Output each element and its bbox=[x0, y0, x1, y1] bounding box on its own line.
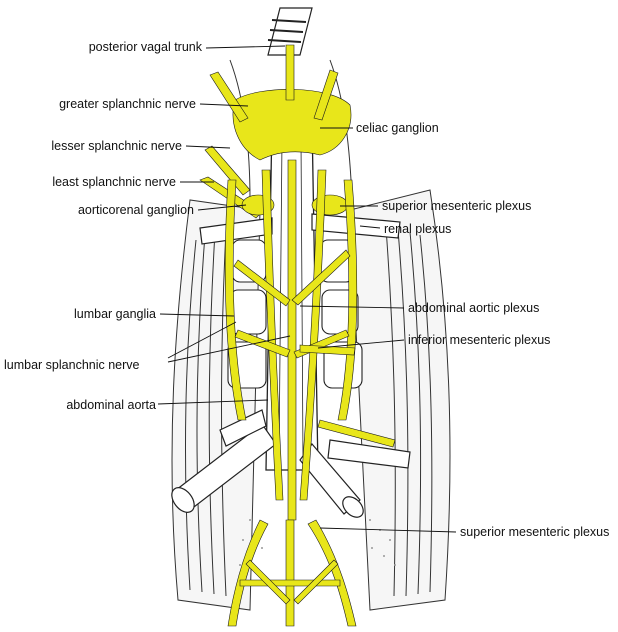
label-aorticorenal-ganglion: aorticorenal ganglion bbox=[77, 203, 194, 217]
label-superior-mesenteric-plexus-bottom: superior mesenteric plexus bbox=[460, 525, 610, 539]
label-inferior-mesenteric-plexus: inferior mesenteric plexus bbox=[408, 333, 551, 347]
leader-lines bbox=[157, 45, 457, 533]
label-lumbar-ganglia: lumbar ganglia bbox=[74, 307, 156, 321]
label-abdominal-aorta: abdominal aorta bbox=[66, 398, 156, 412]
label-abdominal-aortic-plexus: abdominal aortic plexus bbox=[408, 301, 540, 315]
nerve-network bbox=[199, 44, 396, 627]
label-renal-plexus: renal plexus bbox=[384, 222, 452, 236]
label-superior-mesenteric-plexus-top: superior mesenteric plexus bbox=[382, 199, 532, 213]
label-lesser-splanchnic-nerve: lesser splanchnic nerve bbox=[51, 139, 182, 153]
label-posterior-vagal-trunk: posterior vagal trunk bbox=[88, 40, 202, 54]
label-least-splanchnic-nerve: least splanchnic nerve bbox=[52, 175, 176, 189]
label-celiac-ganglion: celiac ganglion bbox=[356, 121, 439, 135]
label-greater-splanchnic-nerve: greater splanchnic nerve bbox=[59, 97, 196, 111]
esophagus bbox=[267, 7, 313, 56]
vessels bbox=[171, 213, 411, 518]
label-lumbar-splanchnic-nerve: lumbar splanchnic nerve bbox=[4, 358, 140, 372]
